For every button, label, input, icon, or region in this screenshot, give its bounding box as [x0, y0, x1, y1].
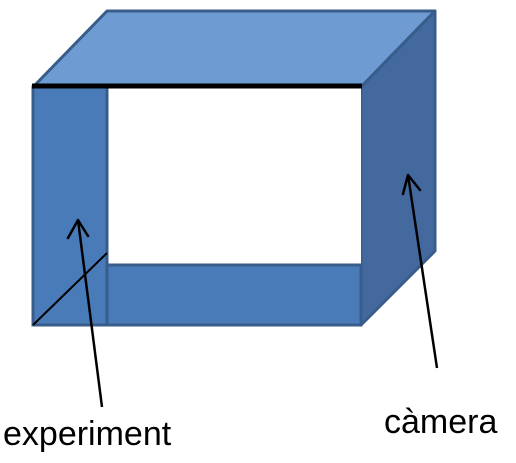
experiment-label: experiment: [3, 415, 172, 453]
box-left-inner-panel: [31, 85, 109, 327]
box-opening: [107, 87, 361, 265]
box-bottom-inner-panel: [105, 263, 363, 327]
camera-arrow-head: [401, 173, 422, 196]
box-hidden-edge-line: [32, 252, 108, 326]
experiment-arrow-shaft: [76, 219, 104, 408]
camera-label: càmera: [384, 403, 498, 441]
camera-arrow-shaft: [406, 174, 439, 369]
experiment-arrow: [66, 218, 104, 408]
experiment-arrow-head: [66, 218, 90, 240]
camera-arrow: [401, 173, 439, 369]
